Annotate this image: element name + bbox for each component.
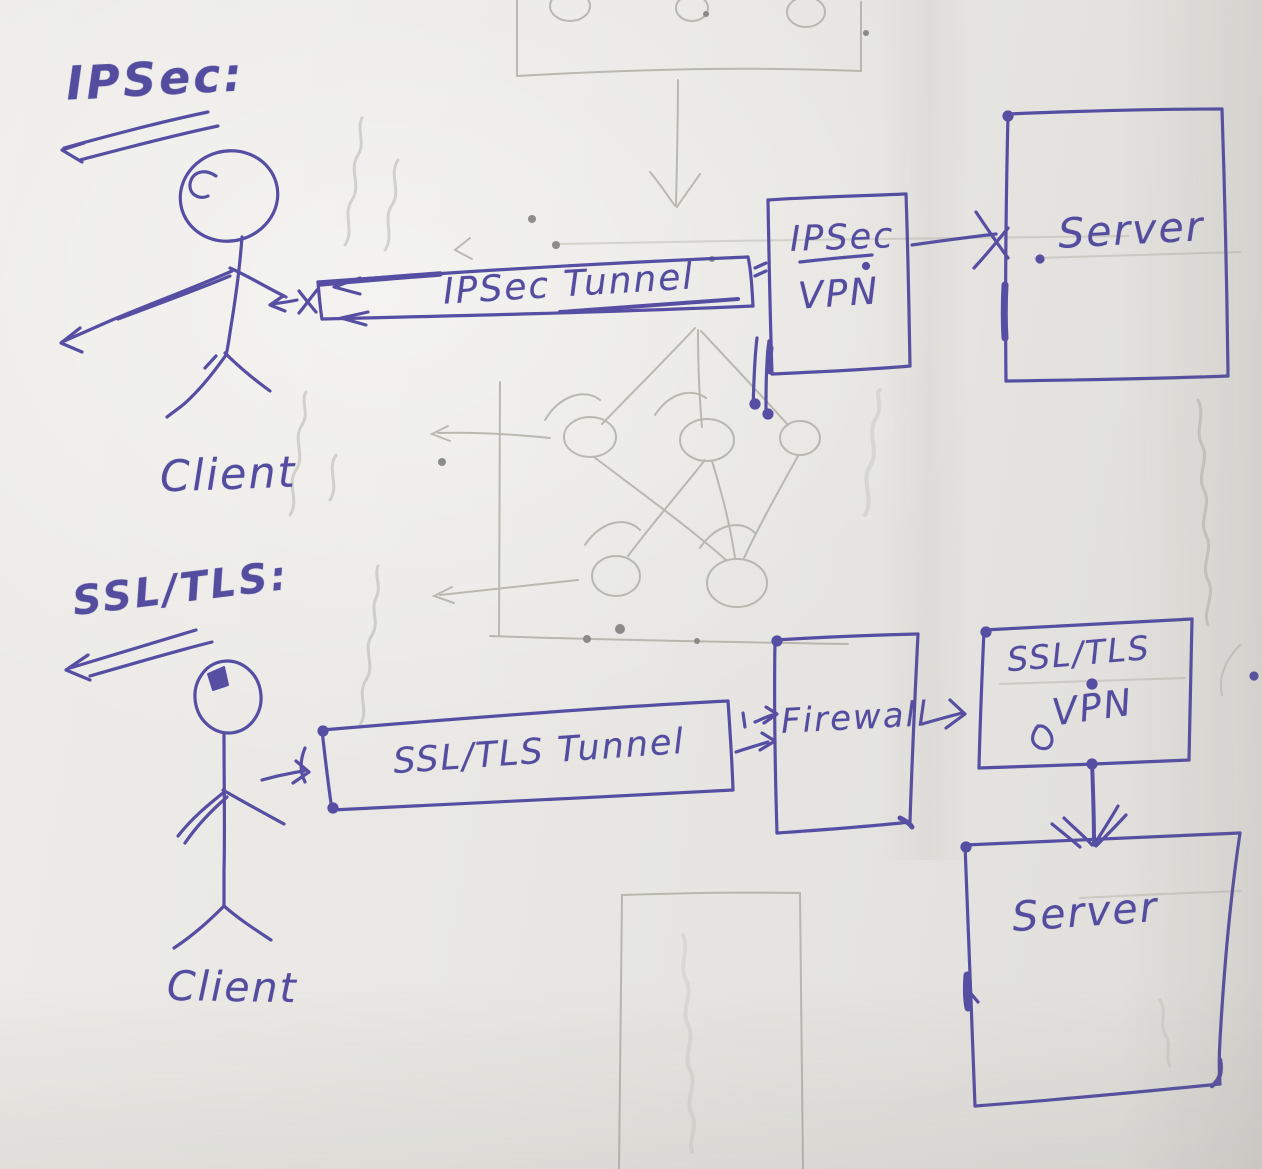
vpn-to-server-arrow-top (910, 210, 1010, 270)
server-box-bottom (960, 831, 1242, 1108)
server-box-top (1000, 107, 1230, 383)
ipsec-vpn-label-line2: VPN (796, 269, 881, 318)
ipsec-server-label: Server (1056, 202, 1206, 258)
ssl-heading-underline (64, 628, 214, 682)
ssl-client-label: Client (166, 961, 299, 1013)
firewall-label: Firewall (780, 694, 930, 742)
ink-drawing (59, 107, 1259, 1108)
ipsec-tunnel-box (316, 255, 755, 327)
ipsec-heading-underline (60, 110, 220, 164)
client-to-tunnel-arrow-top (268, 288, 319, 315)
ipsec-vpn-box (765, 192, 912, 376)
ipsec-tunnel-label-underline (558, 297, 740, 314)
ipsec-vpn-label-underline (798, 253, 874, 264)
vpn-to-server-arrow-bottom (1050, 758, 1128, 849)
firewall-to-vpn-arrow (920, 698, 967, 730)
ipsec-heading: IPSec: (64, 47, 247, 111)
vpn-swash (1031, 724, 1054, 751)
client-stick-figure-top (59, 149, 288, 419)
ssl-vpn-box (977, 617, 1194, 770)
client-stick-figure-bottom (172, 659, 286, 950)
tunnel-to-vpn-ticks (749, 261, 774, 420)
ssl-server-label: Server (1010, 882, 1160, 942)
tunnel-to-firewall-arrow (734, 731, 777, 754)
ipsec-client-label: Client (159, 447, 298, 503)
firewall-box (753, 632, 920, 835)
ssl-tunnel-box (299, 699, 747, 814)
stray-ink-dot (1249, 671, 1259, 681)
pencil-ghost-marks (429, 0, 1241, 1169)
ghost-writing (288, 116, 1213, 1154)
ipsec-vpn-label-line1: IPSec (789, 216, 896, 260)
